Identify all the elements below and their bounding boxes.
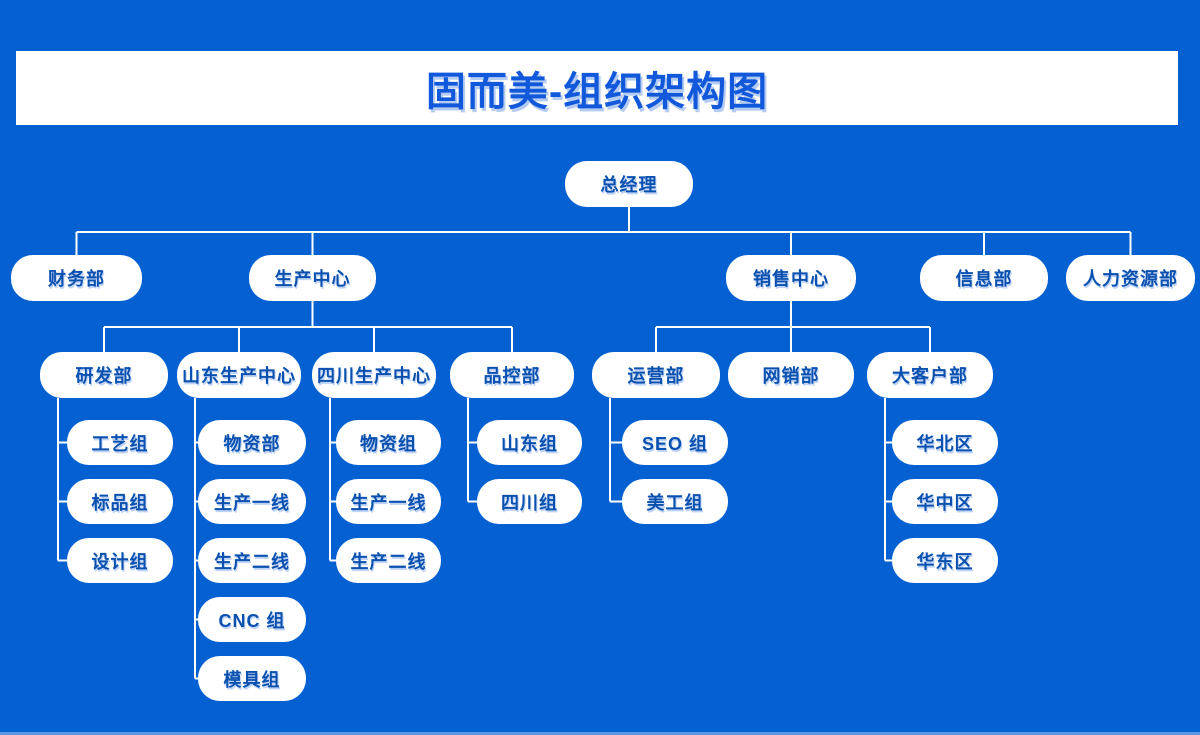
- org-node-info-dept: 信息部: [920, 255, 1048, 301]
- org-node-sd-production-line1: 生产一线: [198, 479, 306, 524]
- org-node-mold-group: 模具组: [198, 656, 306, 701]
- bottom-edge-highlight: [0, 732, 1200, 735]
- org-node-operations-dept: 运营部: [592, 352, 720, 398]
- org-node-art-group: 美工组: [622, 479, 728, 524]
- org-node-central-china-region: 华中区: [892, 479, 998, 524]
- org-node-sichuan-production: 四川生产中心: [312, 352, 436, 398]
- page-title: 固而美-组织架构图: [425, 70, 769, 114]
- org-node-rd-dept: 研发部: [40, 352, 168, 398]
- org-node-east-china-region: 华东区: [892, 538, 998, 583]
- org-node-craft-group: 工艺组: [67, 420, 173, 465]
- org-node-sales-center: 销售中心: [726, 255, 856, 301]
- org-node-shandong-production: 山东生产中心: [177, 352, 301, 398]
- org-node-sc-production-line1: 生产一线: [336, 479, 441, 524]
- org-node-general-manager: 总经理: [565, 161, 693, 207]
- org-node-design-group: 设计组: [67, 538, 173, 583]
- org-node-north-china-region: 华北区: [892, 420, 998, 465]
- org-node-sc-production-line2: 生产二线: [336, 538, 441, 583]
- org-node-sd-materials-dept: 物资部: [198, 420, 306, 465]
- org-node-qc-shandong-group: 山东组: [477, 420, 582, 465]
- org-node-online-sales-dept: 网销部: [728, 352, 854, 398]
- org-node-hr-dept: 人力资源部: [1066, 255, 1195, 301]
- org-node-sd-production-line2: 生产二线: [198, 538, 306, 583]
- org-node-qc-sichuan-group: 四川组: [477, 479, 582, 524]
- org-node-production-center: 生产中心: [249, 255, 376, 301]
- org-node-seo-group: SEO 组: [622, 420, 728, 465]
- org-node-finance-dept: 财务部: [11, 255, 142, 301]
- org-node-sc-materials-group: 物资组: [336, 420, 441, 465]
- org-node-qc-dept: 品控部: [450, 352, 574, 398]
- title-banner: 固而美-组织架构图: [16, 51, 1178, 125]
- org-node-cnc-group: CNC 组: [198, 597, 306, 642]
- org-node-key-account-dept: 大客户部: [867, 352, 993, 398]
- org-node-standard-product-group: 标品组: [67, 479, 173, 524]
